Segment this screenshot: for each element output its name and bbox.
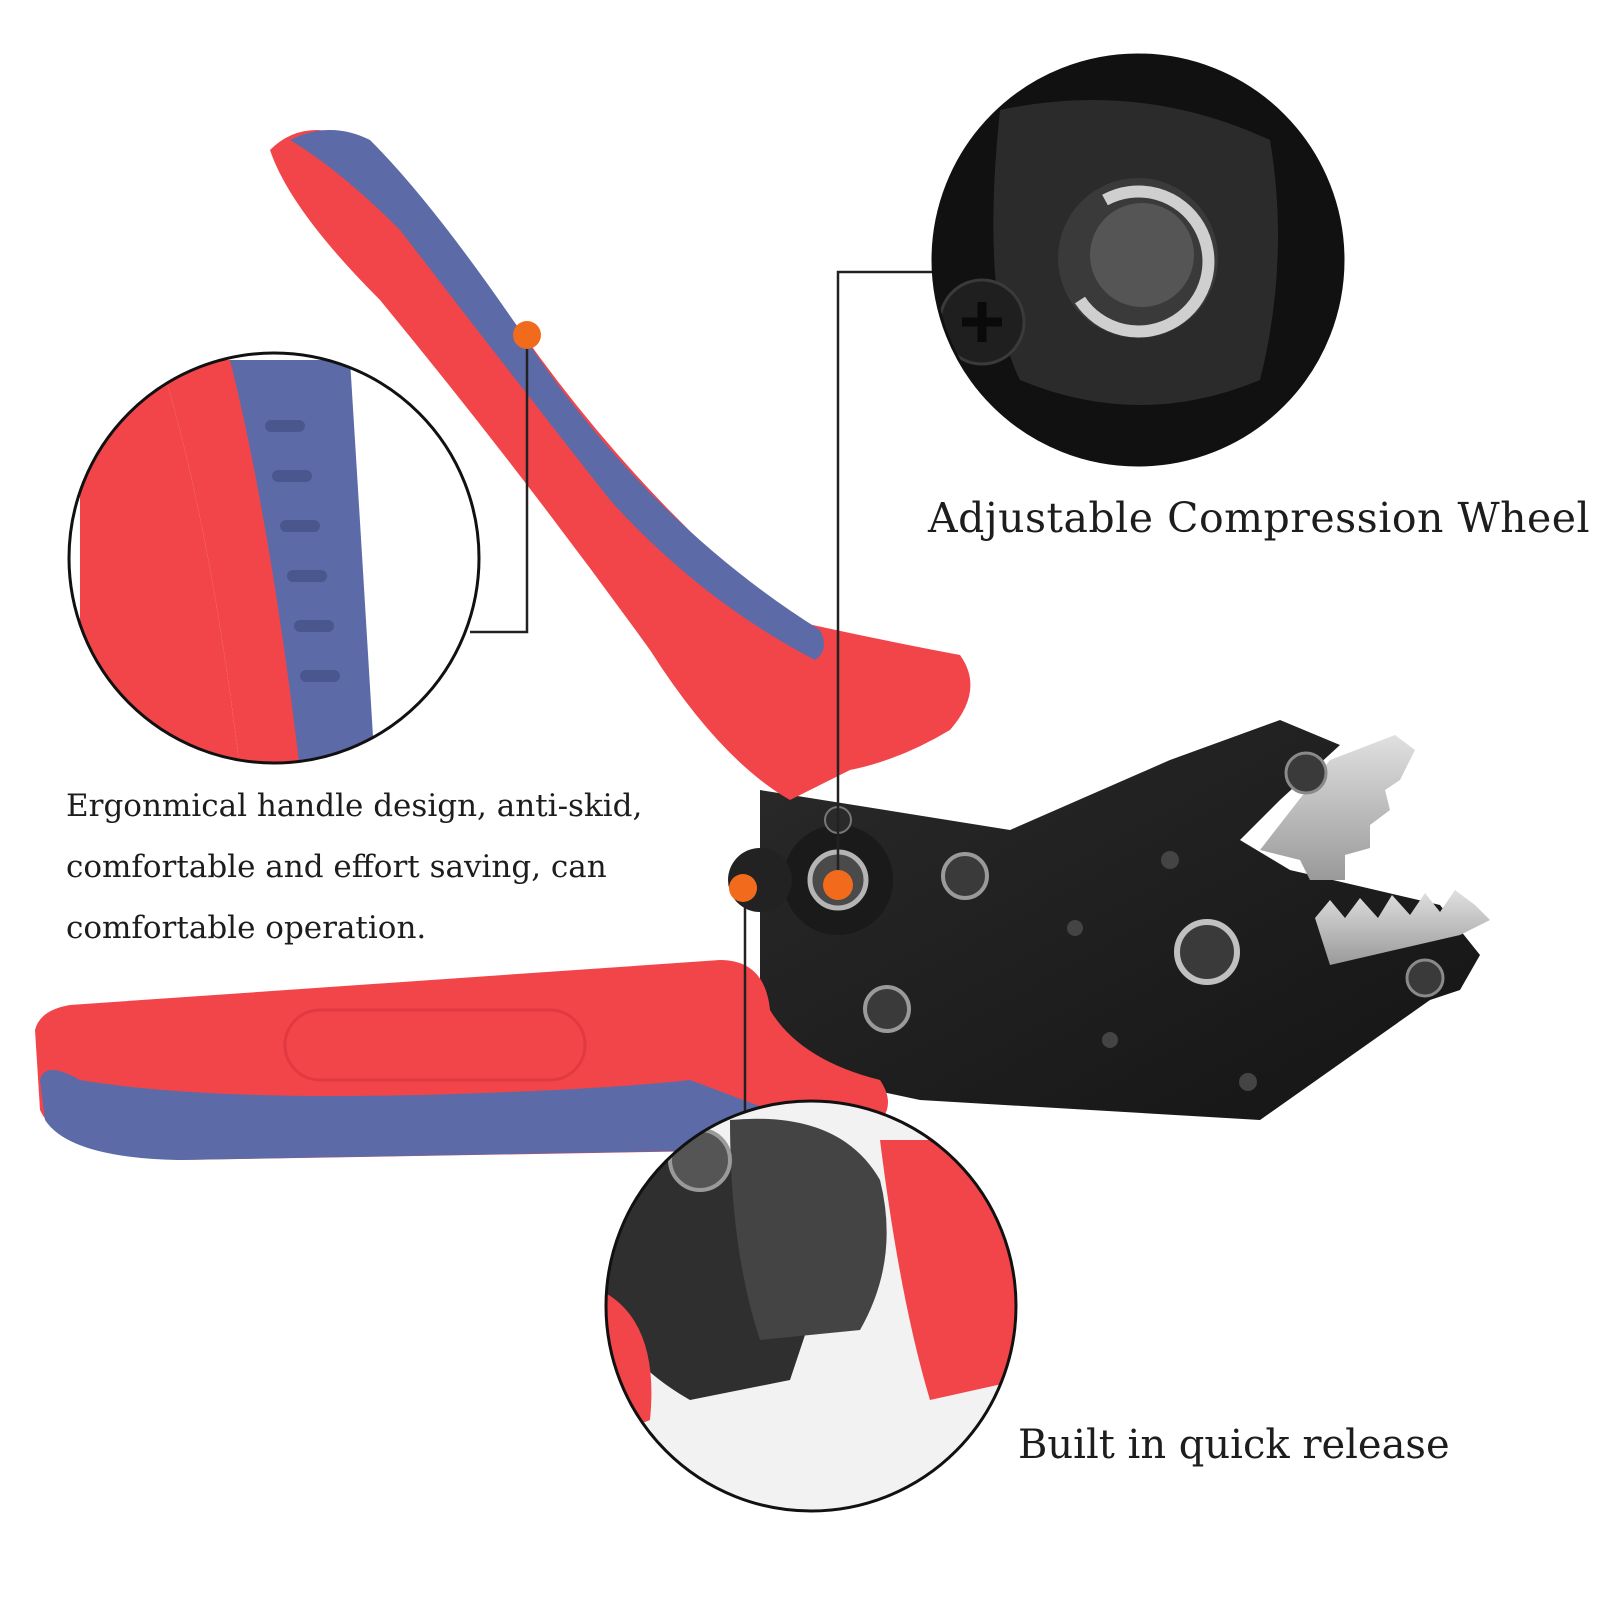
tool-head [760, 720, 1480, 1120]
crimping-tool [35, 130, 1490, 1160]
caption-handle-design: Ergonmical handle design, anti-skid, com… [66, 776, 786, 959]
caption-handle-line: comfortable and effort saving, can [66, 849, 607, 885]
rivets [863, 751, 1445, 1091]
callout-dot-handle [513, 321, 541, 349]
callout-dot-release [729, 874, 757, 902]
caption-handle-line: Ergonmical handle design, anti-skid, [66, 788, 643, 824]
lower-handle-grip [40, 1070, 772, 1160]
callout-line-wheel [836, 270, 940, 880]
zoom-circle-handle [67, 351, 481, 765]
upper-jaw-teeth [1260, 735, 1415, 880]
caption-handle-line: comfortable operation. [66, 910, 427, 946]
callout-dot-wheel [823, 870, 853, 900]
upper-handle-grip [290, 130, 824, 660]
callout-lines [470, 270, 940, 1130]
callout-line-handle [470, 340, 529, 634]
lower-handle-recess [283, 1008, 587, 1082]
caption-quick-release: Built in quick release [1018, 1422, 1450, 1468]
lower-jaw-teeth [1315, 890, 1490, 965]
zoom-circle-wheel [931, 53, 1345, 467]
caption-compression-wheel: Adjustable Compression Wheel [928, 494, 1591, 542]
zoom-circle-release [604, 1099, 1018, 1513]
